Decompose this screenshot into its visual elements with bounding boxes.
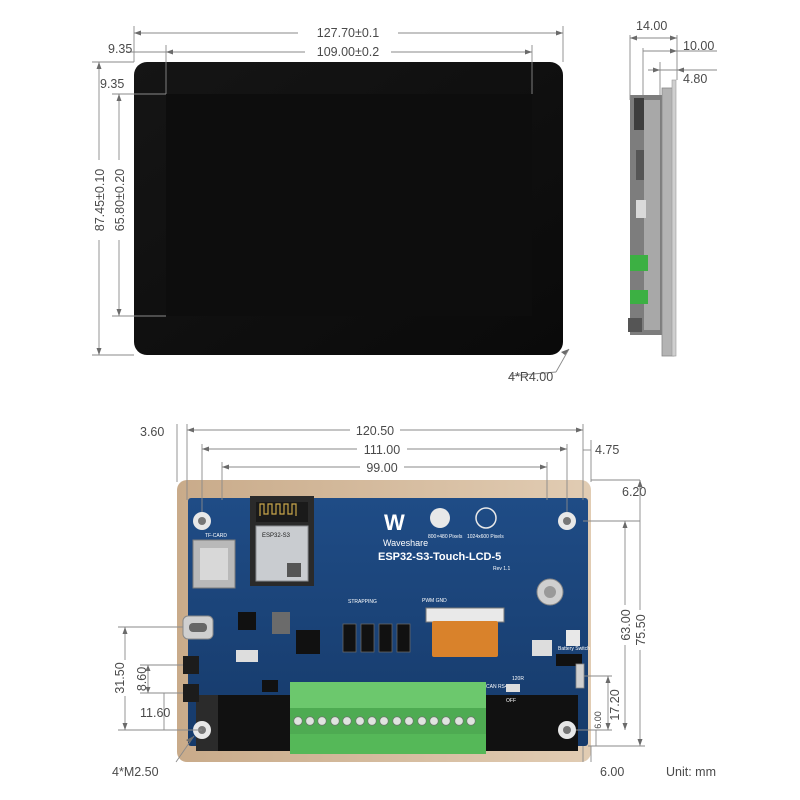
brand-logo: W [384, 510, 405, 535]
dim-left-bezel: 9.35 [108, 42, 132, 56]
dim-switch-height: 17.20 [608, 689, 622, 720]
dim-offset-left: 3.60 [140, 425, 164, 439]
side-view: 14.00 10.00 4.80 [628, 19, 717, 357]
i2c-connector [183, 684, 199, 702]
rev-label: Rev 1.1 [493, 566, 510, 572]
strapping-label: STRAPPING [348, 599, 377, 605]
strapping-switch-4 [396, 623, 411, 653]
strapping-switch-3 [378, 623, 393, 653]
dim-bottom-offset-small: 6.00 [593, 711, 603, 729]
strapping-switch-2 [360, 623, 375, 653]
dim-active-width: 109.00±0.2 [317, 45, 380, 59]
dim-offset-right: 4.75 [595, 443, 619, 457]
dim-inner-width: 99.00 [366, 461, 397, 475]
mounting-hole-tr [558, 512, 576, 530]
dim-bottom-offset: 6.00 [600, 765, 624, 779]
mounting-hole-br [558, 721, 576, 739]
dim-panel-thickness: 4.80 [683, 72, 707, 86]
strapping-switch-1 [342, 623, 357, 653]
fpc-connector [425, 607, 505, 623]
top-view: 127.70±0.1 109.00±0.2 9.35 9.35 87.45±0.… [91, 25, 570, 384]
dim-conn-spacing: 8.60 [135, 667, 149, 691]
terminal-screws [293, 716, 476, 726]
uart-connector [183, 656, 199, 674]
res-label-a: 800×480 Pixels [428, 534, 463, 540]
can-label: CAN RS485 [486, 684, 513, 690]
dim-board-height: 75.50 [634, 614, 648, 645]
dim-total-thickness: 14.00 [636, 19, 667, 33]
dim-hole-spacing-y: 63.00 [619, 609, 633, 640]
battery-switch-label: Battery Switch [558, 646, 590, 652]
brand-name: Waveshare [383, 538, 428, 548]
term-label: 120R [512, 676, 524, 682]
sd-label: TF-CARD [205, 533, 227, 539]
dim-hole-spacing-x: 111.00 [364, 443, 400, 457]
dim-top-bezel: 9.35 [100, 77, 124, 91]
dim-conn-offset: 11.60 [140, 706, 170, 720]
pwm-gnd-label: PWM GND [422, 598, 447, 604]
chip-label: ESP32-S3 [262, 533, 291, 539]
dim-active-height: 65.80±0.20 [113, 169, 127, 232]
dim-offset-top: 6.20 [622, 485, 646, 499]
off-label: OFF [506, 698, 516, 704]
dim-overall-height: 87.45±0.10 [93, 169, 107, 232]
unit-label: Unit: mm [666, 765, 716, 779]
model-name: ESP32-S3-Touch-LCD-5 [378, 551, 501, 563]
dim-module-thickness: 10.00 [683, 39, 714, 53]
dim-overall-width: 127.70±0.1 [317, 26, 380, 40]
dim-corner-radius: 4*R4.00 [508, 370, 553, 384]
battery-switch [575, 663, 585, 689]
dim-mount-holes: 4*M2.50 [112, 765, 159, 779]
dim-usb-height: 31.50 [113, 662, 127, 693]
res-label-b: 1024x600 Pixels [467, 534, 504, 540]
dim-board-width: 120.50 [356, 424, 394, 438]
lcd-active-area [166, 94, 532, 316]
bottom-view: ESP32-S3 TF-CARD W Waveshare ESP32-S3-To… [112, 422, 716, 779]
mounting-hole-tl [193, 512, 211, 530]
